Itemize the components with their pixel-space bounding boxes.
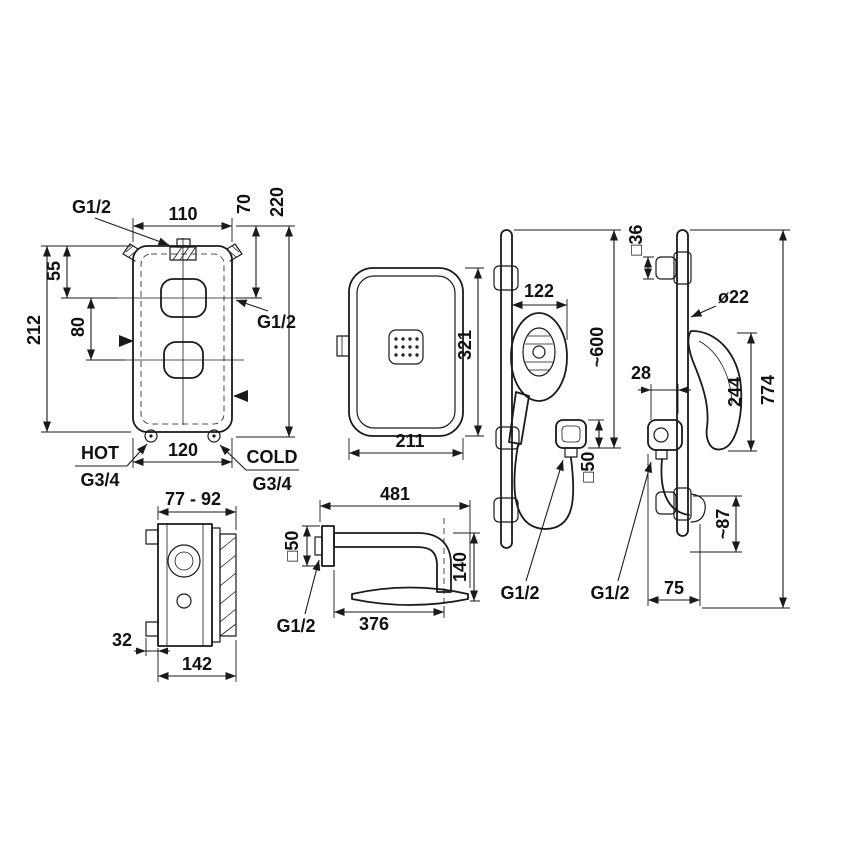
head-face-dimensions: 321 211 <box>348 267 484 460</box>
hose-side <box>660 458 690 516</box>
handshower-handle <box>508 391 530 445</box>
arm-dimensions: 481 □50 140 376 G1/2 <box>276 484 480 636</box>
dim-head-drop: 140 <box>450 552 470 582</box>
dim-depth-range: 77 - 92 <box>165 489 221 509</box>
valve-screw-circle <box>176 593 192 609</box>
head-spray-face <box>356 275 456 429</box>
flow-arrow-left <box>119 335 134 347</box>
mixer-side-dimensions: 77 - 92 32 142 <box>112 489 237 682</box>
lower-bracket-body <box>673 487 692 521</box>
shower-hose <box>513 444 575 530</box>
arm-wall-stub <box>314 536 323 556</box>
rail-side-view: □36 ø22 28 244 774 ~87 75 G1/2 <box>590 225 790 609</box>
dim-projection: 75 <box>664 578 684 598</box>
valve-body-circle <box>167 544 201 578</box>
handshower-side-profile <box>687 330 743 451</box>
center-jet-plate <box>388 329 424 365</box>
upper-bracket-knob <box>655 256 677 280</box>
hot-label: HOT <box>81 443 119 463</box>
dim-head-height: 321 <box>455 330 475 360</box>
dim-arm-escutcheon: □50 <box>282 531 302 562</box>
dim-head-width: 211 <box>395 431 424 451</box>
dim-arm-projection: 376 <box>359 614 389 634</box>
mounting-ear-left <box>122 243 139 262</box>
center-jets <box>394 337 419 357</box>
top-outlet-port <box>169 246 197 261</box>
screw-right <box>207 429 221 443</box>
shower-head-face-view: 321 211 <box>336 267 484 460</box>
rail-side-thread-label: G1/2 <box>590 583 629 603</box>
dim-plate-height: 212 <box>24 315 44 345</box>
dim-knob-spacing: 80 <box>68 317 88 337</box>
overhead-arm-view: 481 □50 140 376 G1/2 <box>276 484 480 636</box>
trim-block <box>219 533 237 637</box>
rail-upper-bracket <box>493 265 519 291</box>
mixer-body <box>132 245 233 433</box>
handshower-head <box>510 312 568 402</box>
dim-rail-length: ~600 <box>587 327 607 368</box>
dim-tube-diameter: ø22 <box>718 287 749 307</box>
shower-arm <box>333 532 452 593</box>
rail-front-thread-label: G1/2 <box>500 583 539 603</box>
slide-rail <box>500 229 513 549</box>
mixer-front-dimensions: 110 G1/2 70 220 55 80 212 G1/2 HOT G3/4 … <box>24 187 299 494</box>
rail-side-dimensions: □36 ø22 28 244 774 ~87 75 G1/2 <box>590 225 790 609</box>
dim-arm-reach: 481 <box>380 484 410 504</box>
thread-top-label: G1/2 <box>72 197 111 217</box>
dim-width-bottom: 120 <box>168 440 198 460</box>
elbow-nipple <box>564 447 578 458</box>
dim-offset-top: 70 <box>234 194 254 214</box>
thread-side-label: G1/2 <box>257 312 296 332</box>
screw-left <box>144 429 158 443</box>
mixer-front-view: 110 G1/2 70 220 55 80 212 G1/2 HOT G3/4 … <box>24 187 299 494</box>
head-inlet-tab <box>336 335 350 357</box>
hot-thread-label: G3/4 <box>80 470 119 490</box>
arm-thread-label: G1/2 <box>276 616 315 636</box>
dim-bracket-size: □36 <box>626 225 646 256</box>
mixer-side-view: 77 - 92 32 142 <box>112 489 237 682</box>
upper-control-knob <box>160 278 207 318</box>
dim-handshower-width: 122 <box>524 281 554 301</box>
lower-bracket-knob <box>655 491 677 515</box>
handshower-holder <box>495 426 520 450</box>
mixer-rough-in-outline <box>140 253 225 425</box>
cold-thread-label: G3/4 <box>252 474 291 494</box>
dim-lower-offset: ~87 <box>713 509 733 540</box>
dim-escutcheon-size: □50 <box>578 452 598 483</box>
lower-control-knob <box>163 341 204 379</box>
dim-height-total: 220 <box>267 187 287 217</box>
rail-front-view: 122 ~600 □50 G1/2 <box>493 229 621 603</box>
dim-handshower-length: 244 <box>725 377 745 407</box>
dim-wall-offset: 28 <box>631 363 651 383</box>
overhead-head-edge <box>351 586 469 606</box>
dim-flange-depth: 32 <box>112 630 132 650</box>
wall-tab-top <box>145 529 159 545</box>
mounting-ear-right <box>226 243 243 262</box>
slide-rail-side <box>676 229 689 537</box>
flow-arrow-right <box>233 390 248 402</box>
dim-total-height: 774 <box>758 375 778 405</box>
wall-tab-bottom <box>145 621 159 637</box>
dim-width-top: 110 <box>168 204 197 224</box>
rail-front-dimensions: 122 ~600 □50 G1/2 <box>500 229 621 603</box>
dim-total-depth: 142 <box>182 654 212 674</box>
cold-label: COLD <box>247 447 298 467</box>
upper-bracket-body <box>673 251 692 285</box>
